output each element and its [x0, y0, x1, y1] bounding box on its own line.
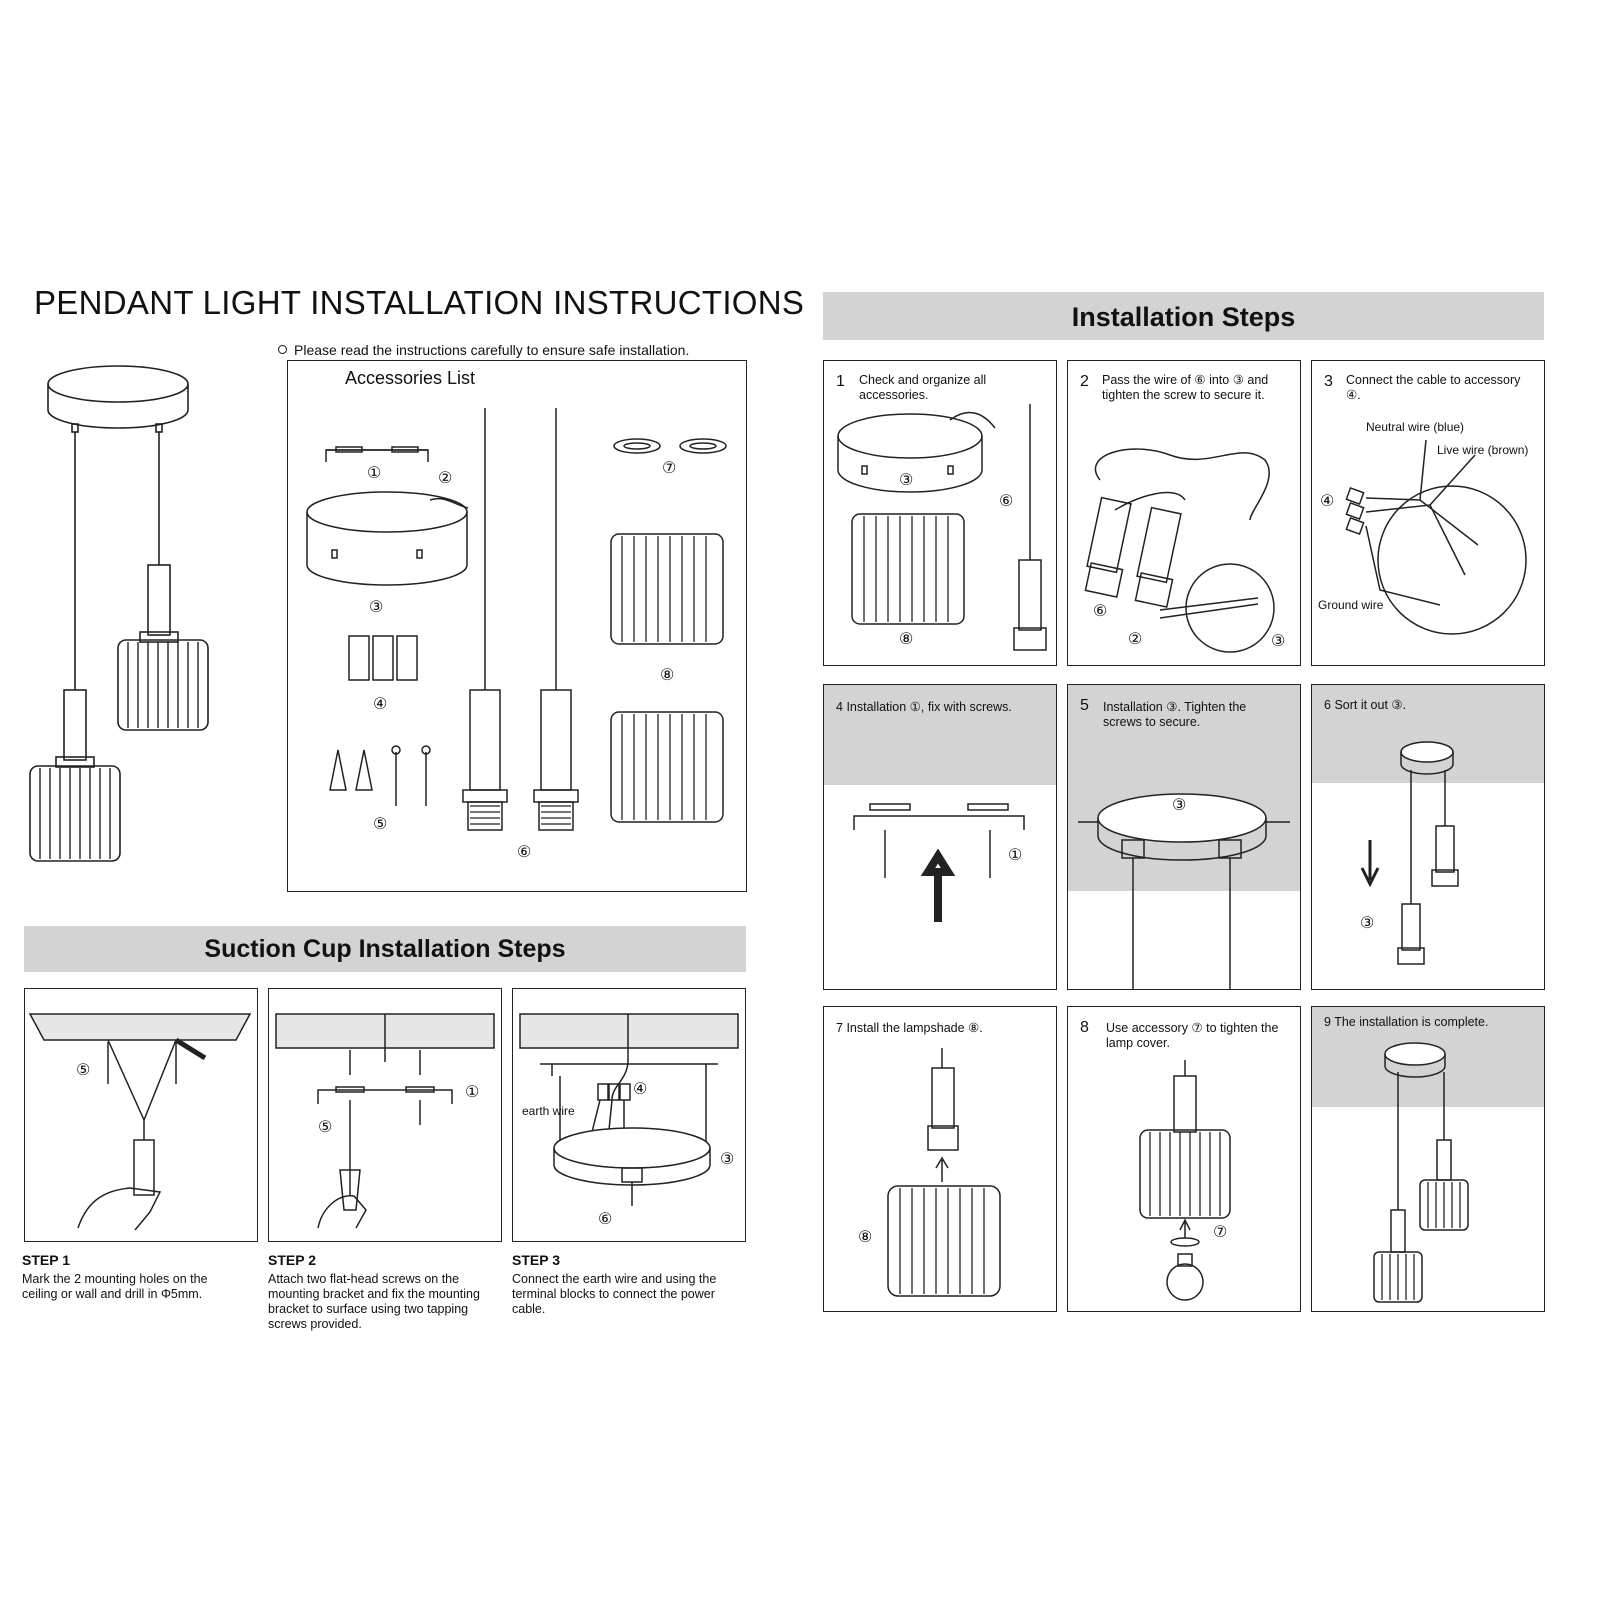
suction-step1-text: Mark the 2 mounting holes on the ceiling… — [22, 1272, 208, 1301]
suction-step-2-panel — [268, 988, 502, 1242]
suction-step2-text: Attach two flat-head screws on the mount… — [268, 1272, 480, 1331]
suction-step-1-panel — [24, 988, 258, 1242]
neutral-wire-label: Neutral wire (blue) — [1366, 420, 1465, 434]
earth-wire-label: earth wire — [522, 1104, 575, 1118]
p1-marker-3: ③ — [899, 472, 914, 489]
install-panel-7 — [823, 1006, 1057, 1312]
install-7-text: 7 Install the lampshade ⑧. — [836, 1021, 1050, 1036]
install-panel-1 — [823, 360, 1057, 666]
install-heading: Installation Steps — [823, 292, 1544, 340]
suction-step2-marker-1: ① — [465, 1084, 480, 1101]
install-2-num: 2 — [1080, 373, 1089, 390]
p1-marker-8: ⑧ — [899, 631, 914, 648]
p2-marker-6: ⑥ — [1093, 603, 1108, 620]
install-7-desc: Install the lampshade ⑧. — [846, 1021, 983, 1035]
install-4-num: 4 — [836, 700, 843, 714]
p7-marker-8: ⑧ — [858, 1229, 873, 1246]
p3-marker-4: ④ — [1320, 493, 1335, 510]
acc-marker-4: ④ — [373, 696, 388, 713]
install-1-text: Check and organize all accessories. — [859, 373, 987, 402]
install-7-num: 7 — [836, 1021, 843, 1035]
install-panel-9 — [1311, 1006, 1545, 1312]
page-title: PENDANT LIGHT INSTALLATION INSTRUCTIONS — [34, 284, 805, 321]
install-2-text: Pass the wire of ⑥ into ③ and tighten th… — [1102, 373, 1269, 402]
install-panel-4 — [823, 684, 1057, 990]
install-6-num: 6 — [1324, 698, 1331, 712]
install-panel-3 — [1311, 360, 1545, 666]
install-8-text: Use accessory ⑦ to tighten the lamp cove… — [1106, 1021, 1279, 1050]
suction-step3-label: STEP 3 — [512, 1252, 560, 1268]
live-wire-label: Live wire (brown) — [1437, 443, 1529, 457]
accessories-list-box — [287, 360, 747, 892]
install-5-num: 5 — [1080, 697, 1089, 714]
acc-marker-7: ⑦ — [662, 460, 677, 477]
p4-marker-1: ① — [1008, 847, 1023, 864]
install-3-text: Connect the cable to accessory ④. — [1346, 373, 1521, 402]
install-panel-6 — [1311, 684, 1545, 990]
install-9-desc: The installation is complete. — [1334, 1015, 1489, 1029]
install-panel-2 — [1067, 360, 1301, 666]
p5-marker-3: ③ — [1172, 797, 1187, 814]
install-6-text: 6 Sort it out ③. — [1324, 698, 1538, 713]
install-9-num: 9 — [1324, 1015, 1331, 1029]
acc-marker-1: ① — [367, 465, 382, 482]
install-5-text: Installation ③. Tighten the screws to se… — [1103, 700, 1247, 729]
acc-marker-3: ③ — [369, 599, 384, 616]
p2-marker-2: ② — [1128, 631, 1143, 648]
suction-step3-marker-4: ④ — [633, 1081, 648, 1098]
install-panel-8 — [1067, 1006, 1301, 1312]
install-6-desc: Sort it out ③. — [1334, 698, 1407, 712]
acc-marker-2: ② — [438, 470, 453, 487]
suction-step3-marker-6: ⑥ — [598, 1211, 613, 1228]
safety-note-text: Please read the instructions carefully t… — [294, 342, 690, 358]
suction-step3-text: Connect the earth wire and using the ter… — [512, 1272, 717, 1316]
p8-marker-7: ⑦ — [1213, 1224, 1228, 1241]
suction-step1-label: STEP 1 — [22, 1252, 70, 1268]
suction-heading: Suction Cup Installation Steps — [24, 926, 746, 972]
p2-marker-3: ③ — [1271, 633, 1286, 650]
install-3-num: 3 — [1324, 373, 1333, 390]
safety-note: Please read the instructions carefully t… — [278, 342, 689, 358]
install-9-text: 9 The installation is complete. — [1324, 1015, 1538, 1030]
install-4-text: 4 Installation ①, fix with screws. — [836, 700, 1050, 715]
bullet-icon — [278, 345, 287, 354]
install-8-num: 8 — [1080, 1019, 1089, 1036]
suction-step3-marker-3: ③ — [720, 1151, 735, 1168]
acc-marker-5: ⑤ — [373, 816, 388, 833]
install-4-desc: Installation ①, fix with screws. — [846, 700, 1012, 714]
p6-marker-3: ③ — [1360, 915, 1375, 932]
suction-step2-label: STEP 2 — [268, 1252, 316, 1268]
suction-step1-marker: ⑤ — [76, 1062, 91, 1079]
p1-marker-6: ⑥ — [999, 493, 1014, 510]
accessories-title: Accessories List — [345, 368, 476, 388]
suction-step2-marker-5: ⑤ — [318, 1119, 333, 1136]
install-1-num: 1 — [836, 373, 845, 390]
acc-marker-6: ⑥ — [517, 844, 532, 861]
ground-wire-label: Ground wire — [1318, 598, 1384, 612]
acc-marker-8: ⑧ — [660, 667, 675, 684]
